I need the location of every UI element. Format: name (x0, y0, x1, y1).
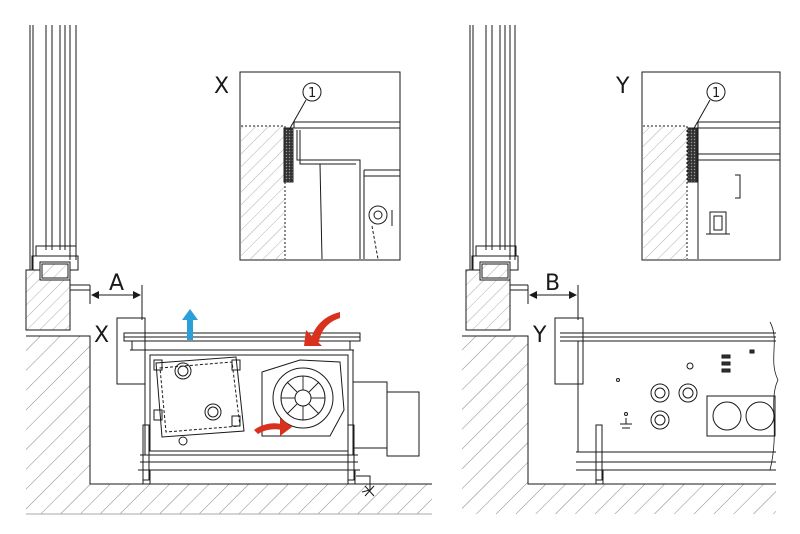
dimension-b (527, 285, 579, 320)
detail-x-title: X (214, 74, 229, 99)
cover-grille-left (123, 332, 361, 351)
detail-marker-y-label: Y (532, 323, 547, 348)
window-frame-left (29, 25, 79, 271)
fan-coil-unit (138, 349, 420, 497)
window-sill-right (465, 261, 528, 331)
detail-marker-x (116, 317, 146, 385)
dimension-b-label: B (545, 271, 560, 296)
callout-circle-1-right (706, 82, 726, 102)
callout-number-left: 1 (308, 86, 316, 101)
wall-floor-left (26, 335, 432, 515)
airflow-in-arrow-icon (310, 312, 340, 342)
detail-x-box (239, 71, 401, 261)
dimension-a-label: A (109, 271, 124, 296)
callout-leader-left (288, 99, 307, 131)
airflow-arrows-left (182, 309, 340, 436)
wall-floor-right (462, 335, 776, 514)
callout-leader-right (692, 99, 711, 131)
fan-coil-unit-front (560, 321, 779, 485)
callout-number-right: 1 (712, 86, 720, 101)
airflow-out-arrow-icon (182, 309, 198, 340)
detail-y-title: Y (615, 74, 630, 99)
callout-circle-1-left (302, 82, 322, 102)
left-panel: A X (25, 25, 432, 515)
airflow-internal-arrow-icon (254, 423, 282, 434)
dimension-a (89, 285, 143, 320)
right-panel: B Y (462, 25, 781, 514)
detail-marker-y (554, 317, 584, 385)
window-sill-left (25, 261, 90, 331)
detail-y-box (641, 71, 781, 261)
window-frame-right (469, 25, 519, 271)
detail-marker-x-label: X (94, 323, 109, 348)
